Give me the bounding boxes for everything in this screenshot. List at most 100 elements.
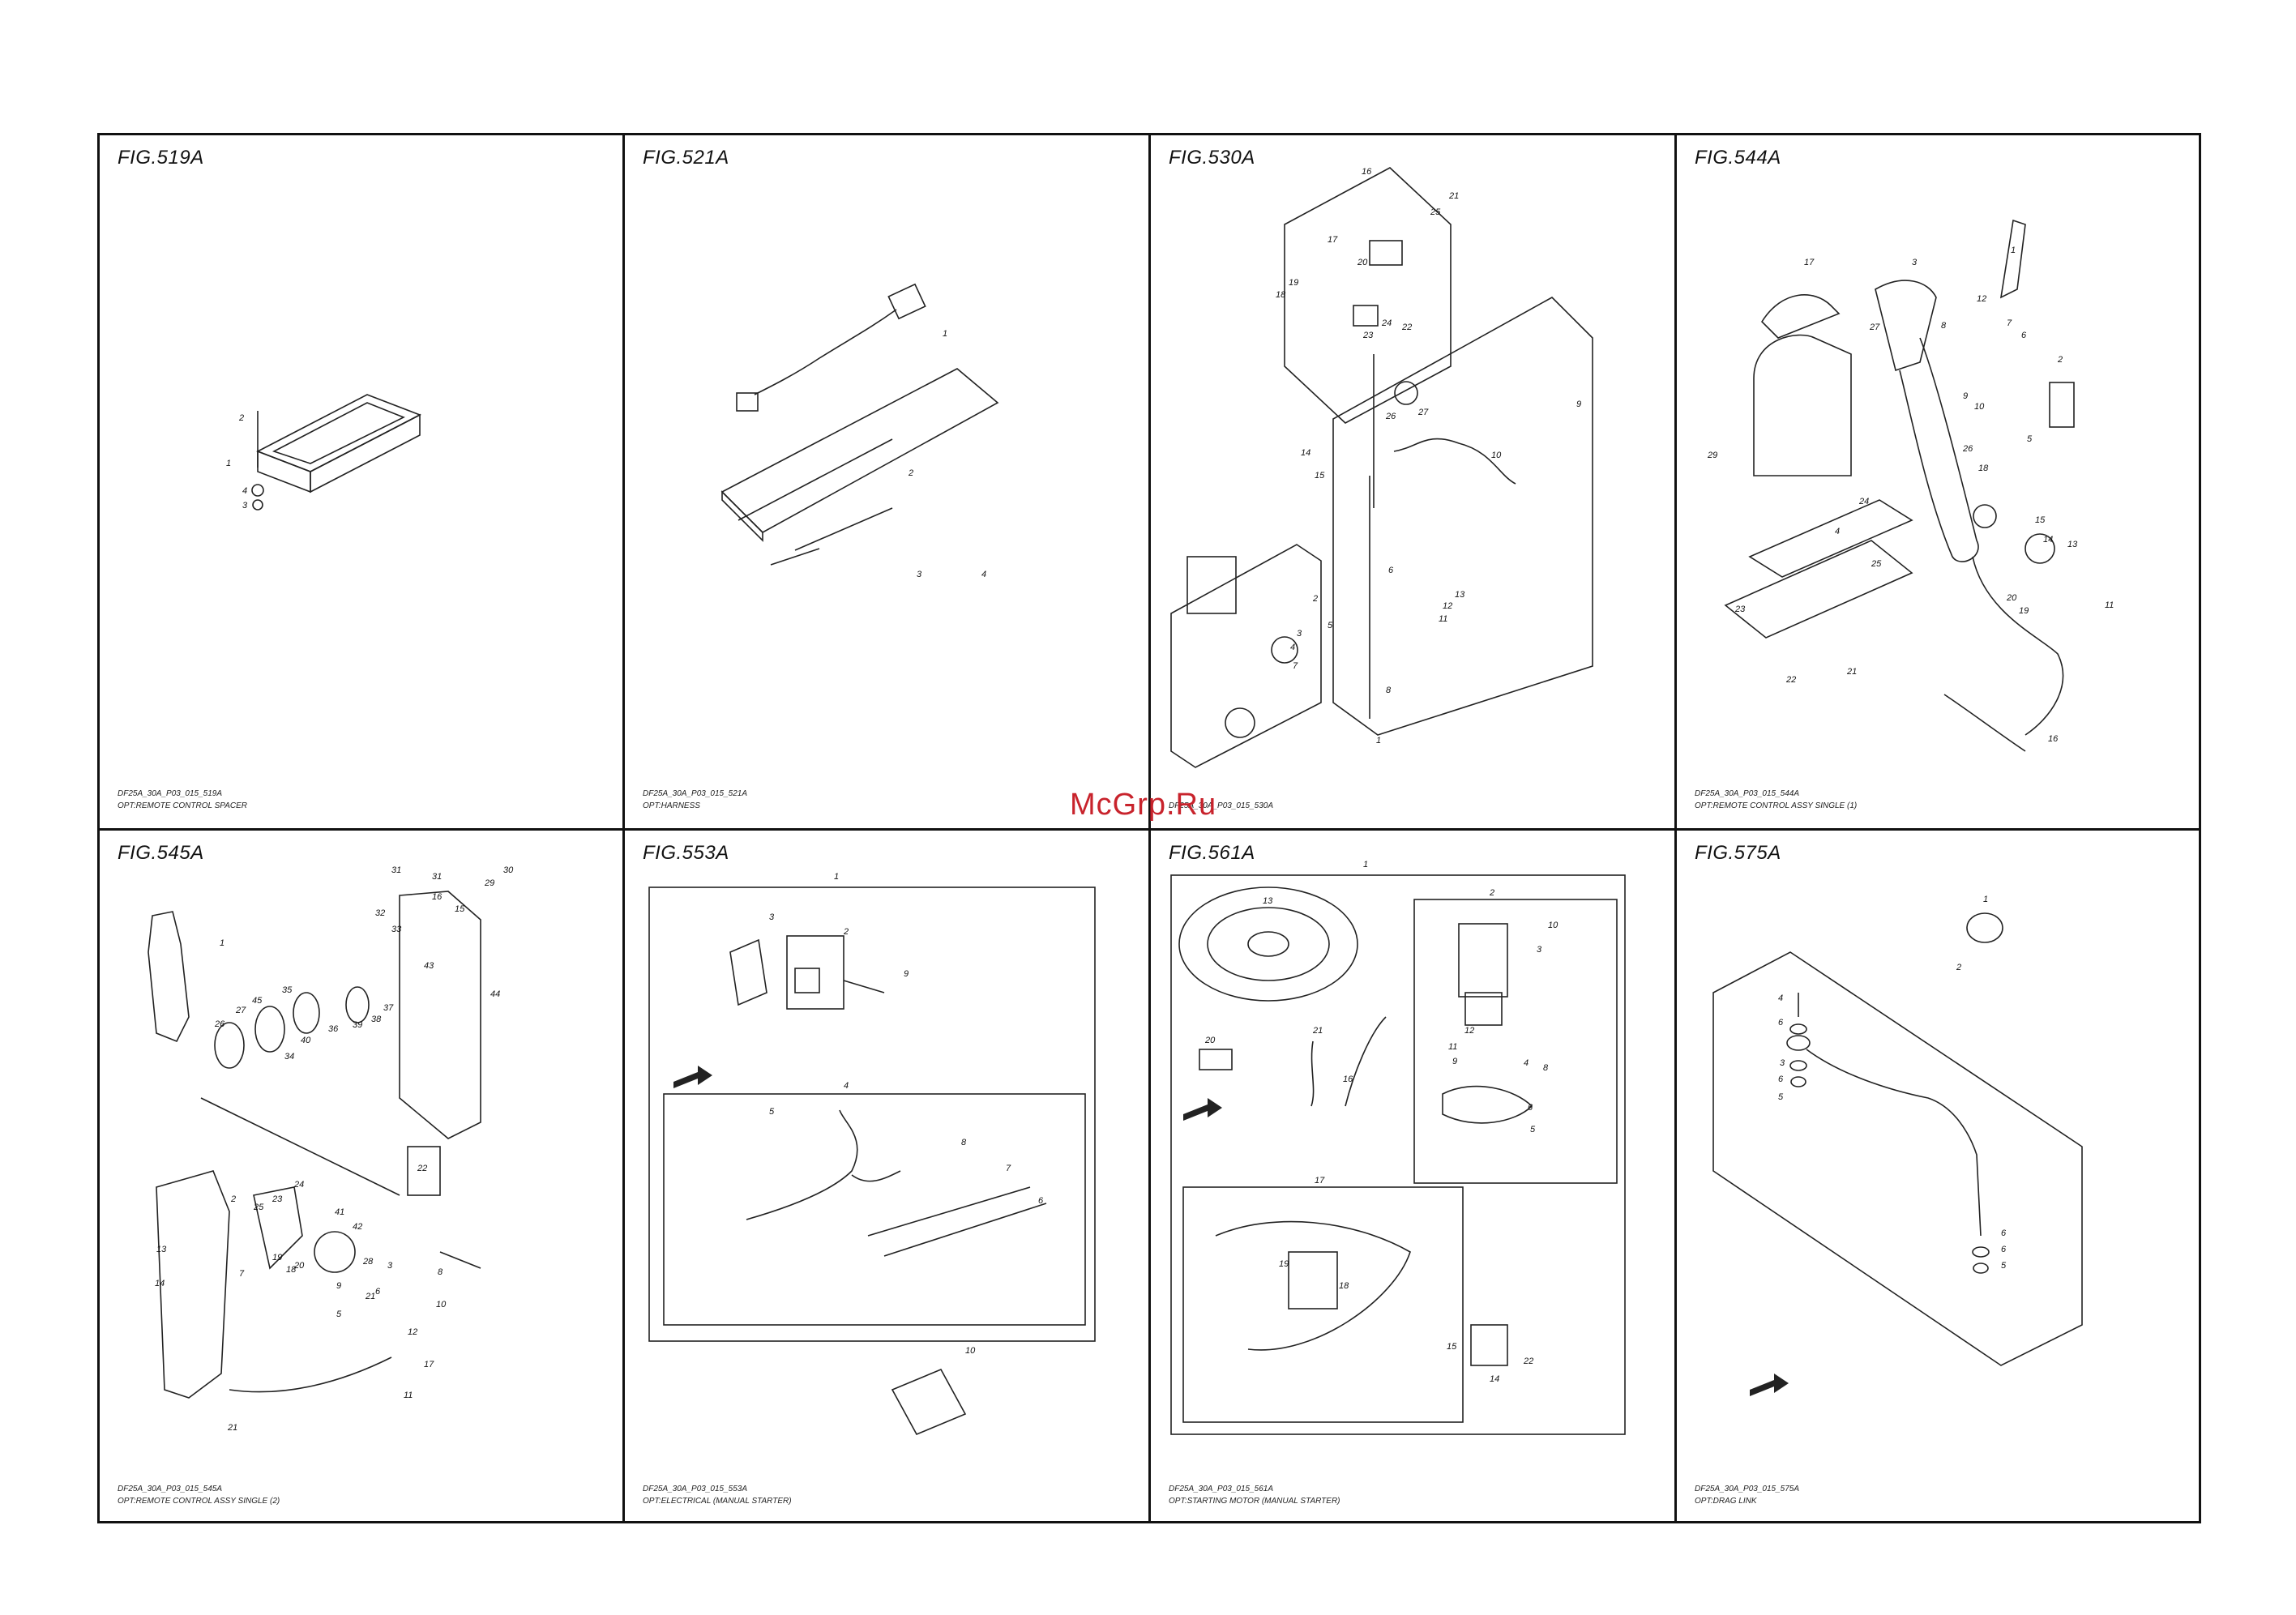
electrical-illustration: 1 3 2 9 4 5 8 7 6 10 [648,872,1096,1436]
callout-label: 15 [1447,1342,1457,1352]
callout-label: 18 [1978,464,1989,473]
figure-panel-544a: FIG.544A 1 17 3 12 7 [1677,135,2204,828]
callout-label: 17 [424,1360,434,1369]
callout-label: 8 [961,1138,967,1147]
callout-label: 25 [253,1203,264,1212]
callout-label: 1 [220,938,224,948]
figure-panel-575a: FIG.575A 1 2 4 6 3 6 5 [1677,831,2204,1523]
callout-label: 2 [843,927,849,937]
callout-label: 28 [362,1257,374,1267]
callout-label: 11 [1439,614,1447,624]
callout-label: 34 [284,1052,294,1062]
callout-label: 5 [769,1107,775,1117]
figure-caption: DF25A_30A_P03_015_545A OPT:REMOTE CONTRO… [118,1485,280,1506]
callout-label: 15 [455,904,465,914]
callout-label: 10 [1491,451,1502,460]
callout-label: 14 [1301,448,1310,458]
callout-label: 11 [404,1391,413,1400]
callout-label: 2 [1956,963,1961,972]
callout-label: 13 [1263,896,1273,906]
callout-label: 3 [1780,1058,1785,1068]
callout-label: 10 [436,1300,447,1310]
callout-label: 1 [1376,736,1381,746]
callout-label: 6 [2001,1228,2007,1238]
callout-label: 6 [2001,1245,2007,1254]
callout-label: 23 [272,1194,283,1204]
callout-label: 14 [2043,535,2053,545]
callout-label: 16 [1362,167,1372,177]
callout-label: 44 [490,989,500,999]
figure-panel-519a: FIG.519A 2 1 4 3 DF25A_30A_P03_015_519A … [100,135,622,828]
callout-label: 23 [1362,331,1374,340]
callout-label: 21 [1312,1026,1323,1036]
callout-label: 5 [2027,434,2033,444]
callout-label: 25 [1430,207,1441,217]
figure-panel-530a: FIG.530A 16 21 25 17 20 [1151,135,1674,828]
callout-label: 5 [1530,1125,1536,1134]
switch-kit-illustration: 16 21 25 17 20 19 18 24 22 23 26 27 9 10… [1170,167,1593,768]
callout-label: 9 [1452,1057,1457,1066]
callout-label: 9 [1576,399,1581,409]
callout-label: 24 [293,1180,304,1190]
callout-label: 27 [1869,323,1880,332]
callout-label: 35 [282,985,293,995]
figure-caption: DF25A_30A_P03_015_553A OPT:ELECTRICAL (M… [643,1485,792,1506]
callout-label: 7 [1006,1164,1011,1173]
callout-label: 40 [301,1036,311,1045]
figure-title: FIG.553A [643,842,729,864]
callout-label: 7 [239,1269,245,1279]
callout-label: 26 [1962,444,1973,454]
callout-label: 24 [1858,497,1869,506]
callout-label: 14 [155,1279,165,1288]
drag-link-illustration: 1 2 4 6 3 6 5 6 6 5 [1712,895,2083,1396]
callout-label: 21 [227,1423,237,1433]
callout-label: 21 [365,1292,375,1301]
callout-label: 43 [424,961,434,971]
callout-label: 32 [375,908,385,918]
figure-title: FIG.544A [1695,147,1781,169]
callout-label: 41 [335,1207,344,1217]
callout-label: 3 [769,912,775,922]
callout-label: 38 [371,1015,382,1024]
callout-label: 11 [1448,1042,1457,1052]
callout-label: 33 [391,925,402,934]
figure-caption: DF25A_30A_P03_015_521A OPT:HARNESS [643,789,747,810]
callout-label: 21 [1448,191,1459,201]
callout-label: 4 [844,1081,849,1091]
callout-label: 3 [917,570,922,579]
callout-label: 3 [1537,945,1542,955]
callout-label: 13 [1455,590,1465,600]
callout-label: 25 [1871,559,1882,569]
callout-label: 6 [1778,1075,1784,1084]
callout-label: 1 [226,459,231,468]
spacer-illustration: 2 1 4 3 [226,394,421,511]
callout-label: 6 [375,1287,381,1297]
callout-label: 45 [252,996,263,1006]
callout-label: 21 [1846,667,1857,677]
figure-title: FIG.575A [1695,842,1781,864]
callout-label: 8 [438,1267,443,1277]
figure-title: FIG.561A [1169,842,1255,864]
callout-label: 5 [2001,1261,2007,1271]
callout-label: 27 [1417,408,1429,417]
callout-label: 1 [834,872,839,882]
callout-label: 8 [1543,1063,1549,1073]
callout-label: 20 [1204,1036,1216,1045]
figure-title: FIG.545A [118,842,204,864]
callout-label: 42 [353,1222,362,1232]
figure-title: FIG.530A [1169,147,1255,169]
callout-label: 4 [1290,643,1295,652]
callout-label: 17 [1315,1176,1325,1186]
callout-label: 1 [1363,860,1368,869]
callout-label: 12 [1977,294,1986,304]
callout-label: 19 [1279,1259,1289,1269]
callout-label: 6 [1038,1196,1044,1206]
callout-label: 9 [904,969,909,979]
callout-label: 11 [2105,600,2114,610]
callout-label: 5 [336,1310,342,1319]
callout-label: 1 [1983,895,1988,904]
parts-sheet: FIG.519A 2 1 4 3 DF25A_30A_P03_015_519A … [97,133,2201,1523]
callout-label: 18 [1276,290,1286,300]
callout-label: 13 [156,1245,167,1254]
callout-label: 3 [1912,258,1918,267]
